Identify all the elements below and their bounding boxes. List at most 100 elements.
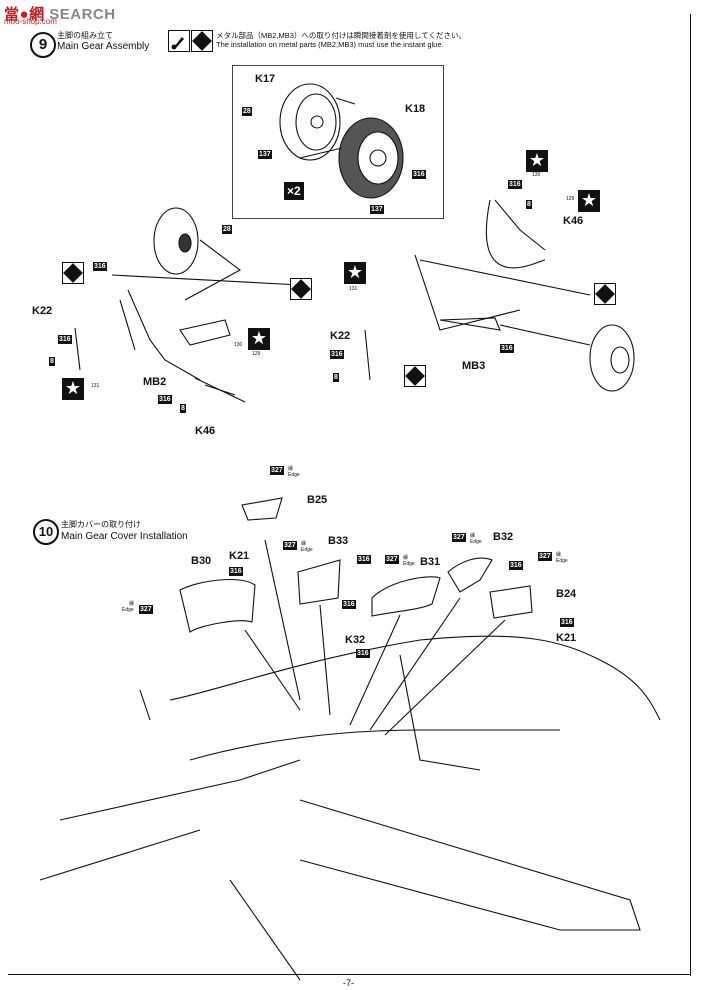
code-137-inset-a: 137 [258,150,272,159]
star-icon: ★ [526,150,548,172]
label-b24: B24 [556,588,577,600]
label-k32: K32 [345,634,366,646]
code-8-right-b: 8 [333,373,339,382]
star-icon: ★ [248,328,270,350]
code-316-b32: 316 [509,561,523,570]
code-131-left: 131 [91,383,100,389]
code-316-left-a: 316 [93,262,107,271]
wheel-multiplier: ×2 [284,182,304,200]
code-28-left: 28 [222,225,232,234]
cover-b30 [179,579,256,633]
code-327-b25: 327 [270,466,284,475]
code-316-right-a: 316 [508,180,522,189]
glue-brush-icon [168,30,190,52]
code-8-right-a: 8 [526,200,532,209]
wheel-k17 [279,83,341,161]
star-icon: ★ [62,378,84,400]
right-wheel [589,324,635,392]
code-316-right-b: 316 [330,350,344,359]
code-327-b31: 327 [385,555,399,564]
code-129-right: 129 [566,196,575,202]
fuselage [169,635,661,721]
star-icon: ★ [344,262,366,284]
code-8-left-a: 8 [49,357,55,366]
edge-b30: Edge [122,607,134,613]
code-130-right: 130 [532,172,541,178]
edge-b32: Edge [470,539,482,545]
wing [299,799,641,931]
page-frame-bottom [8,974,690,975]
code-130-left: 130 [234,342,243,348]
edge-jp-b32: 縁 [470,533,476,539]
star-icon: ★ [578,190,600,212]
edge-b31: Edge [403,561,415,567]
code-327-b24: 327 [538,552,552,561]
edge-jp-b30: 縁 [129,601,135,607]
code-316-k32-b: 316 [356,649,370,658]
edge-b24: Edge [556,558,568,564]
edge-b25: Edge [288,472,300,478]
edge-jp-b25: 縁 [288,466,294,472]
label-k21-right: K21 [556,632,577,644]
label-b31: B31 [420,556,441,568]
code-316-left-b: 316 [58,335,72,344]
step-9-note-en: The installation on metal parts (MB2,MB3… [216,40,444,49]
code-28-inset: 28 [242,107,252,116]
code-8-left-b: 8 [180,404,186,413]
edge-jp-b33: 縁 [301,541,307,547]
wheel-k18 [338,117,404,199]
step-9-title-jp: 主脚の組み立て [57,31,113,40]
label-k17: K17 [255,73,276,85]
label-b25: B25 [307,494,328,506]
cover-b32 [447,557,493,593]
label-b32: B32 [493,531,514,543]
label-k22-left: K22 [32,305,53,317]
page-frame-right [690,14,691,976]
label-b33: B33 [328,535,349,547]
cover-b31 [371,576,441,617]
wheel-inset-frame [232,65,444,219]
watermark: 當●網 SEARCH moo-shop.com [4,6,116,26]
label-k46-left: K46 [195,425,216,437]
diamond-icon [62,262,84,284]
label-k46-right: K46 [563,215,584,227]
edge-jp-b24: 縁 [556,552,562,558]
cover-b33 [297,559,341,605]
cover-b24 [489,585,533,619]
code-129-left: 129 [252,351,261,357]
edge-jp-b31: 縁 [403,555,409,561]
code-137-inset-b: 137 [370,205,384,214]
diamond-icon [290,278,312,300]
step-10-number: 10 [33,519,59,545]
diamond-icon [594,283,616,305]
diamond-icon [191,30,213,52]
code-316-right-c: 316 [500,344,514,353]
step-9-title-en: Main Gear Assembly [57,41,150,52]
label-k22-right: K22 [330,330,351,342]
code-316-left-c: 316 [158,395,172,404]
code-131-right: 131 [349,286,358,292]
page-number: -7- [343,978,354,988]
step-10-title-jp: 主脚カバーの取り付け [61,520,141,529]
label-k21-left: K21 [229,550,250,562]
label-mb2: MB2 [143,376,167,388]
label-mb3: MB3 [462,360,486,372]
cover-b25 [241,497,283,521]
code-327-b30: 327 [139,605,153,614]
step-9-note-jp: メタル部品（MB2,MB3）への取り付けは瞬間接着剤を使用してください。 [216,31,466,40]
code-327-b33: 327 [283,541,297,550]
code-316-k32-a: 316 [342,600,356,609]
code-316-inset: 316 [412,170,426,179]
step-9-number: 9 [30,32,56,58]
diamond-icon [404,365,426,387]
code-316-b33: 316 [357,555,371,564]
label-k18: K18 [405,103,426,115]
code-316-k21-right: 316 [560,618,574,627]
code-316-k21: 316 [229,567,243,576]
left-wheel [153,207,199,275]
code-327-b32: 327 [452,533,466,542]
step-10-title-en: Main Gear Cover Installation [61,531,188,542]
label-b30: B30 [191,555,212,567]
edge-b33: Edge [301,547,313,553]
